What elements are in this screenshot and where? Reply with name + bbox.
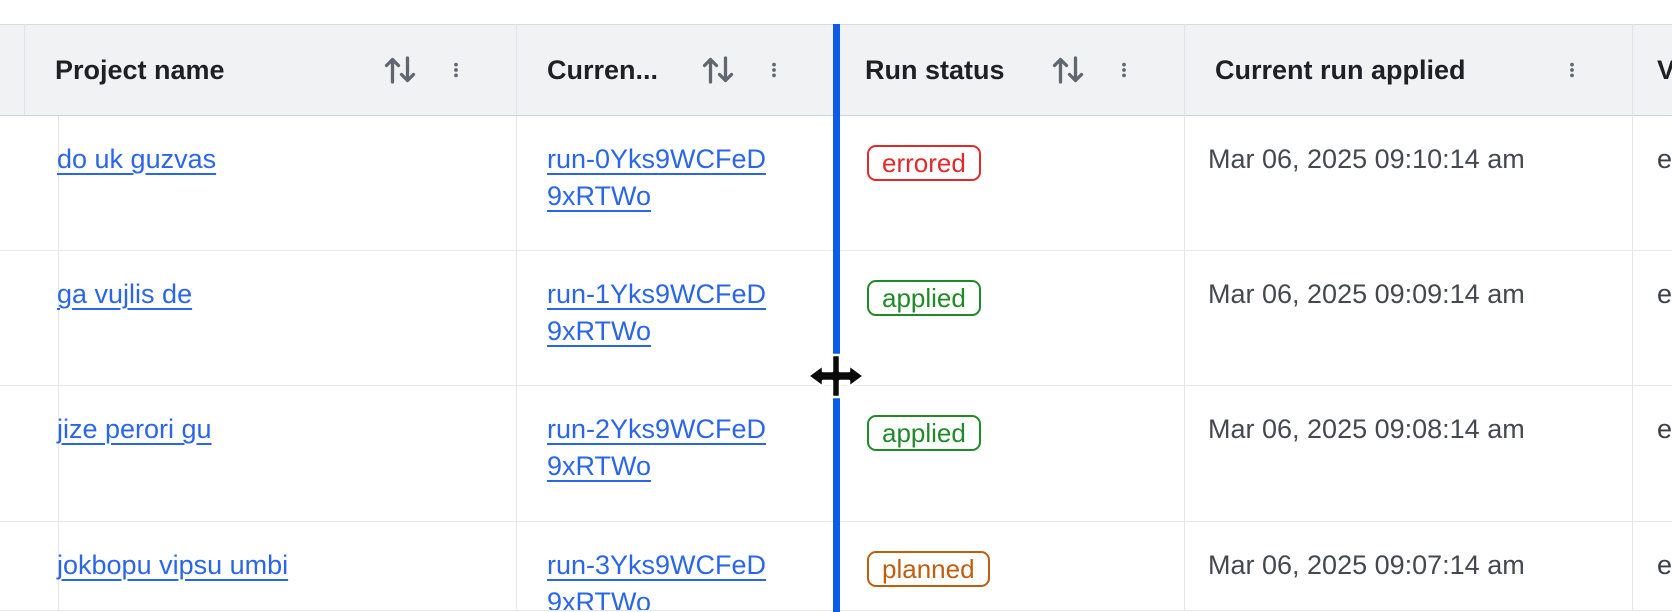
sort-button[interactable] [382, 52, 418, 88]
status-badge: applied [867, 415, 981, 451]
kebab-menu-icon [454, 62, 458, 78]
sort-button[interactable] [700, 52, 736, 88]
run-applied-cell: Mar 06, 2025 09:07:14 am [1185, 522, 1633, 611]
kebab-menu-icon [1570, 62, 1574, 78]
column-menu-button[interactable] [448, 56, 464, 84]
run-applied-cell: Mar 06, 2025 09:10:14 am [1185, 116, 1633, 251]
kebab-menu-icon [772, 62, 776, 78]
run-applied-cell: Mar 06, 2025 09:08:14 am [1185, 386, 1633, 522]
project-name-cell: jize perori gu [25, 386, 517, 522]
kebab-menu-icon [1122, 62, 1126, 78]
project-name-cell: do uk guzvas [25, 116, 517, 251]
partial-cell: e [1633, 251, 1672, 386]
column-header-label: Current run applied [1215, 54, 1466, 85]
column-header-label: Project name [55, 54, 225, 85]
column-menu-button[interactable] [1564, 56, 1580, 84]
run-link[interactable]: run-2Yks9WCFeD 9xRTWo [547, 414, 767, 481]
run-link[interactable]: run-0Yks9WCFeD 9xRTWo [547, 144, 767, 211]
project-link[interactable]: jize perori gu [57, 414, 212, 444]
run-applied-cell: Mar 06, 2025 09:09:14 am [1185, 251, 1633, 386]
data-table: Project name Curren... [0, 24, 1672, 611]
partial-cell: e [1633, 116, 1672, 251]
column-header-partial: V [1633, 24, 1672, 116]
header-spacer-cell [0, 24, 25, 116]
partial-cell: e [1633, 386, 1672, 522]
column-header-current-run-applied[interactable]: Current run applied [1185, 24, 1633, 116]
column-header-label: Run status [865, 54, 1005, 85]
current-run-cell: run-3Yks9WCFeD 9xRTWo [517, 522, 835, 611]
column-resize-cursor-icon [806, 353, 866, 399]
sort-button[interactable] [1050, 52, 1086, 88]
project-name-cell: jokbopu vipsu umbi [25, 522, 517, 611]
column-header-project-name[interactable]: Project name [25, 24, 517, 116]
current-run-cell: run-2Yks9WCFeD 9xRTWo [517, 386, 835, 522]
project-name-cell: ga vujlis de [25, 251, 517, 386]
project-link[interactable]: jokbopu vipsu umbi [57, 550, 289, 580]
sort-arrows-icon [1052, 56, 1084, 84]
project-link[interactable]: ga vujlis de [57, 279, 193, 309]
run-status-cell: planned [835, 522, 1185, 611]
column-header-label: Curren... [547, 54, 659, 85]
column-header-label: V [1657, 55, 1672, 86]
column-menu-button[interactable] [766, 56, 782, 84]
current-run-cell: run-1Yks9WCFeD 9xRTWo [517, 251, 835, 386]
run-link[interactable]: run-3Yks9WCFeD 9xRTWo [547, 550, 767, 611]
column-header-run-status[interactable]: Run status [835, 24, 1185, 116]
run-status-cell: applied [835, 386, 1185, 522]
sort-arrows-icon [384, 56, 416, 84]
status-badge: applied [867, 280, 981, 316]
run-status-cell: applied [835, 251, 1185, 386]
column-resize-bar[interactable] [833, 24, 840, 612]
column-header-current-run[interactable]: Curren... [517, 24, 835, 116]
current-run-cell: run-0Yks9WCFeD 9xRTWo [517, 116, 835, 251]
partial-cell: e [1633, 522, 1672, 611]
status-badge: errored [867, 145, 981, 181]
run-status-cell: errored [835, 116, 1185, 251]
sort-arrows-icon [702, 56, 734, 84]
column-menu-button[interactable] [1116, 56, 1132, 84]
status-badge: planned [867, 551, 990, 587]
run-link[interactable]: run-1Yks9WCFeD 9xRTWo [547, 279, 767, 346]
project-link[interactable]: do uk guzvas [57, 144, 217, 174]
